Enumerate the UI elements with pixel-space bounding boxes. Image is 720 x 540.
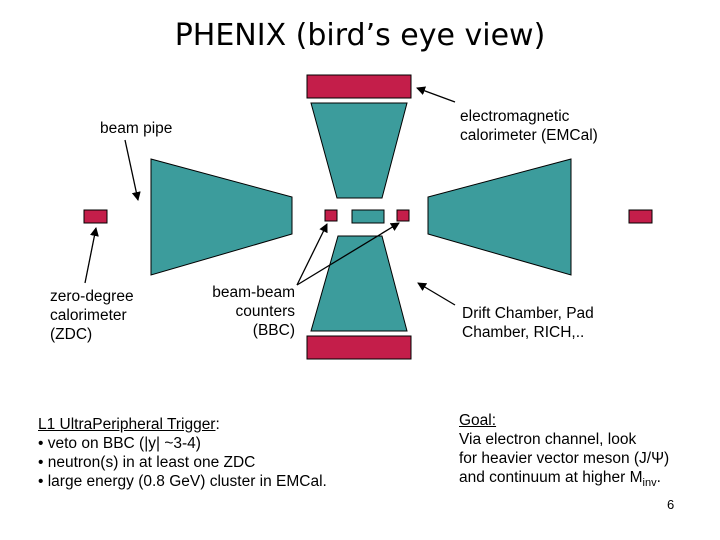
top-central-arm xyxy=(310,102,408,199)
page-number: 6 xyxy=(667,497,675,512)
zdc-right xyxy=(628,209,653,224)
goal-line3-sub: inv xyxy=(642,477,657,490)
drift-chamber-label-line1: Drift Chamber, Pad xyxy=(462,305,594,322)
goal-line3-suffix: . xyxy=(656,469,661,486)
bbc-left xyxy=(324,209,338,222)
zdc-label-line3: (ZDC) xyxy=(50,326,93,343)
emcal-label-line1: electromagnetic xyxy=(460,108,570,125)
drift-chamber-label: Drift Chamber, Pad Chamber, RICH,.. xyxy=(462,304,594,342)
emcal-label: electromagnetic calorimeter (EMCal) xyxy=(460,107,598,145)
trigger-item: • large energy (0.8 GeV) cluster in EMCa… xyxy=(38,473,327,490)
goal-line3: and continuum at higher Minv. xyxy=(459,468,669,493)
drift-chamber-label-line2: Chamber, RICH,.. xyxy=(462,324,585,341)
zdc-left xyxy=(83,209,108,224)
zdc-label-line1: zero-degree xyxy=(50,288,134,305)
page-title: PHENIX (bird’s eye view) xyxy=(174,18,546,53)
arrow-beam-pipe xyxy=(124,139,141,201)
trigger-heading: L1 UltraPeripheral Trigger: xyxy=(38,415,327,434)
emcal-label-line2: calorimeter (EMCal) xyxy=(460,127,598,144)
bbc-label-line3: (BBC) xyxy=(252,322,295,339)
bottom-central-arm xyxy=(310,235,408,332)
left-muon-arm xyxy=(150,158,293,276)
goal-line3-prefix: and continuum at higher M xyxy=(459,469,643,486)
arrow-drift-chamber xyxy=(417,282,456,306)
goal-line1: Via electron channel, look xyxy=(459,431,637,448)
goal-line2: for heavier vector meson (J/Ψ) xyxy=(459,450,670,467)
trigger-block: L1 UltraPeripheral Trigger: • veto on BB… xyxy=(38,415,327,491)
arrow-emcal xyxy=(416,86,456,103)
trigger-heading-suffix: : xyxy=(215,416,220,433)
arrow-bbc-left xyxy=(296,223,328,286)
arrow-zdc xyxy=(84,227,99,284)
trigger-heading-text: L1 UltraPeripheral Trigger xyxy=(38,416,216,433)
trigger-item: • neutron(s) in at least one ZDC xyxy=(38,454,256,471)
bbc-label-line1: beam-beam xyxy=(212,284,295,301)
bbc-label-line2: counters xyxy=(235,303,295,320)
trigger-item: • veto on BBC (|y| ~3-4) xyxy=(38,435,201,452)
goal-heading: Goal: xyxy=(459,412,497,429)
goal-block: Goal: Via electron channel, look for hea… xyxy=(459,411,669,493)
bottom-emcal-bar xyxy=(306,335,412,360)
center-beam-element xyxy=(351,209,385,224)
zdc-label: zero-degree calorimeter (ZDC) xyxy=(50,287,134,344)
right-muon-arm xyxy=(427,158,572,276)
zdc-label-line2: calorimeter xyxy=(50,307,127,324)
bbc-label: beam-beam counters (BBC) xyxy=(180,283,295,340)
bbc-right xyxy=(396,209,410,222)
arrow-bbc-right xyxy=(296,222,400,286)
beam-pipe-label: beam pipe xyxy=(100,120,173,137)
top-emcal-bar xyxy=(306,74,412,99)
